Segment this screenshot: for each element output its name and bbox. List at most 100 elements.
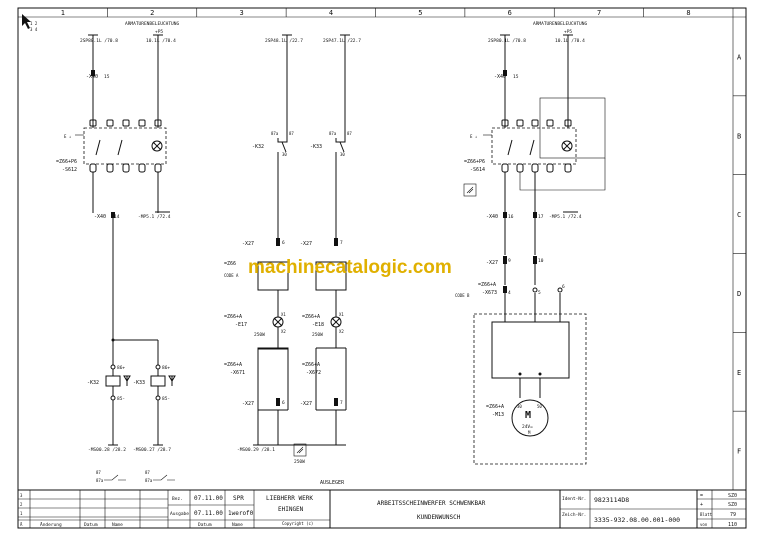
note-icon bbox=[463, 183, 477, 197]
svg-text:-MS00.27 /28.7: -MS00.27 /28.7 bbox=[133, 447, 171, 453]
left-circuit-title: ARMATURENBELEUCHTUNG bbox=[125, 21, 179, 27]
svg-text:=Z66: =Z66 bbox=[224, 261, 236, 267]
svg-text:3: 3 bbox=[20, 493, 23, 498]
svg-text:=Z66+A: =Z66+A bbox=[486, 404, 504, 410]
svg-text:-S612: -S612 bbox=[62, 167, 77, 173]
svg-text:-X40: -X40 bbox=[494, 74, 506, 80]
svg-text:6: 6 bbox=[562, 284, 565, 290]
grid-column-label: 3 bbox=[239, 9, 243, 17]
title-block: 3 2 1 Ä Änderung Datum Name Bez. 07.11.0… bbox=[18, 489, 746, 528]
grid-row-label: F bbox=[737, 448, 741, 456]
svg-text:30: 30 bbox=[517, 404, 522, 409]
svg-text:X1: X1 bbox=[339, 312, 344, 317]
svg-text:2: 2 bbox=[20, 502, 23, 507]
svg-text:von: von bbox=[700, 522, 708, 527]
sheet-frame bbox=[17, 7, 747, 529]
svg-text:-E18: -E18 bbox=[312, 322, 324, 328]
grid-column-label: 2 bbox=[150, 9, 154, 17]
svg-text:Datum: Datum bbox=[84, 522, 98, 528]
grid-column-label: 7 bbox=[597, 9, 601, 17]
svg-text:X1: X1 bbox=[281, 312, 286, 317]
section-label: AUSLEGER bbox=[320, 480, 345, 486]
svg-text:SZ0: SZ0 bbox=[728, 493, 737, 499]
connector-x27-label: -X27 bbox=[300, 241, 312, 247]
svg-text:250W: 250W bbox=[312, 332, 323, 338]
svg-text:79: 79 bbox=[730, 512, 736, 518]
svg-text:3335-932.08.00.001-000: 3335-932.08.00.001-000 bbox=[594, 516, 680, 524]
connector-x27-label: -X27 bbox=[242, 241, 254, 247]
svg-text:ARMATURENBELEUCHTUNG: ARMATURENBELEUCHTUNG bbox=[533, 21, 587, 27]
svg-text:=Z66+A: =Z66+A bbox=[302, 314, 320, 320]
lamp-icon bbox=[561, 140, 573, 152]
svg-text:=Z66+A: =Z66+A bbox=[478, 282, 496, 288]
svg-text:SPR: SPR bbox=[233, 495, 244, 502]
svg-text:85-: 85- bbox=[162, 396, 170, 402]
svg-text:87a: 87a bbox=[329, 131, 337, 136]
svg-text:5: 5 bbox=[538, 290, 541, 296]
svg-text:1: 1 bbox=[20, 511, 23, 516]
svg-text:110: 110 bbox=[728, 522, 737, 528]
company-name: LIEBHERR WERK bbox=[266, 495, 313, 502]
svg-text:87a: 87a bbox=[145, 478, 153, 483]
svg-text:14: 14 bbox=[114, 214, 120, 220]
svg-text:-MS00.29 /28.1: -MS00.29 /28.1 bbox=[237, 447, 275, 453]
svg-text:KUNDENWUNSCH: KUNDENWUNSCH bbox=[417, 514, 461, 521]
watermark: machinecatalogic.com bbox=[248, 257, 452, 278]
svg-text:CODE A: CODE A bbox=[224, 273, 239, 278]
svg-text:=Z66+A: =Z66+A bbox=[224, 314, 242, 320]
svg-text:-X27: -X27 bbox=[486, 260, 498, 266]
svg-text:2SP47.1L /22.7: 2SP47.1L /22.7 bbox=[323, 38, 361, 44]
svg-text:87: 87 bbox=[289, 131, 294, 136]
svg-text:9823114D8: 9823114D8 bbox=[594, 496, 629, 504]
svg-text:16: 16 bbox=[508, 214, 514, 220]
motor-m13-icon bbox=[511, 399, 549, 437]
svg-text:-M13: -M13 bbox=[492, 412, 504, 418]
svg-text:-MP5.1 /72.4: -MP5.1 /72.4 bbox=[549, 214, 582, 220]
svg-text:=Z66+P6: =Z66+P6 bbox=[464, 159, 485, 165]
svg-text:17: 17 bbox=[538, 214, 544, 220]
svg-text:-K33: -K33 bbox=[133, 380, 145, 386]
grid-column-label: 5 bbox=[418, 9, 422, 17]
svg-text:X2: X2 bbox=[339, 329, 344, 334]
svg-text:2SP80.1L /70.8: 2SP80.1L /70.8 bbox=[488, 38, 526, 44]
svg-text:87a: 87a bbox=[96, 478, 104, 483]
svg-text:-K32: -K32 bbox=[252, 144, 264, 150]
svg-text:Bez.: Bez. bbox=[172, 496, 183, 502]
svg-text:86+: 86+ bbox=[162, 365, 170, 371]
svg-text:-X673: -X673 bbox=[482, 290, 497, 296]
svg-text:E ↓: E ↓ bbox=[470, 134, 477, 139]
svg-text:30: 30 bbox=[282, 152, 287, 157]
svg-text:2SP80.1L /70.8: 2SP80.1L /70.8 bbox=[80, 38, 118, 44]
svg-text:87: 87 bbox=[347, 131, 352, 136]
switch-s614 bbox=[491, 127, 577, 165]
svg-text:Datum: Datum bbox=[198, 522, 212, 528]
svg-text:-X40: -X40 bbox=[94, 214, 106, 220]
svg-text:9: 9 bbox=[508, 258, 511, 264]
svg-text:-MS00.28 /28.2: -MS00.28 /28.2 bbox=[88, 447, 126, 453]
svg-text:15: 15 bbox=[513, 74, 519, 80]
svg-text:30: 30 bbox=[340, 152, 345, 157]
grid-column-label: 4 bbox=[329, 9, 333, 17]
svg-text:24V=: 24V= bbox=[522, 424, 533, 430]
motor-housing bbox=[473, 313, 587, 465]
grid-row-label: D bbox=[737, 290, 741, 298]
drawing-title: ARBEITSSCHEINWERFER SCHWENKBAR bbox=[377, 500, 486, 507]
svg-text:7: 7 bbox=[340, 240, 343, 246]
grid-row-label: A bbox=[737, 53, 742, 61]
svg-text:-S614: -S614 bbox=[470, 167, 485, 173]
connector-x27-label: -X27 bbox=[300, 401, 312, 407]
svg-text:=Z66+P6: =Z66+P6 bbox=[56, 159, 77, 165]
svg-text:Name: Name bbox=[112, 522, 123, 528]
svg-text:250W: 250W bbox=[254, 332, 265, 338]
svg-text:=: = bbox=[700, 493, 703, 499]
grid-column-label: 1 bbox=[61, 9, 65, 17]
svg-text:7: 7 bbox=[340, 400, 343, 406]
svg-text:-E17: -E17 bbox=[235, 322, 247, 328]
svg-text:=Z66+A: =Z66+A bbox=[302, 362, 320, 368]
svg-text:=Z66+A: =Z66+A bbox=[224, 362, 242, 368]
svg-text:10: 10 bbox=[538, 258, 544, 264]
svg-text:E ↓: E ↓ bbox=[64, 134, 71, 139]
svg-text:3 4: 3 4 bbox=[30, 27, 38, 32]
svg-text:M: M bbox=[525, 410, 531, 421]
